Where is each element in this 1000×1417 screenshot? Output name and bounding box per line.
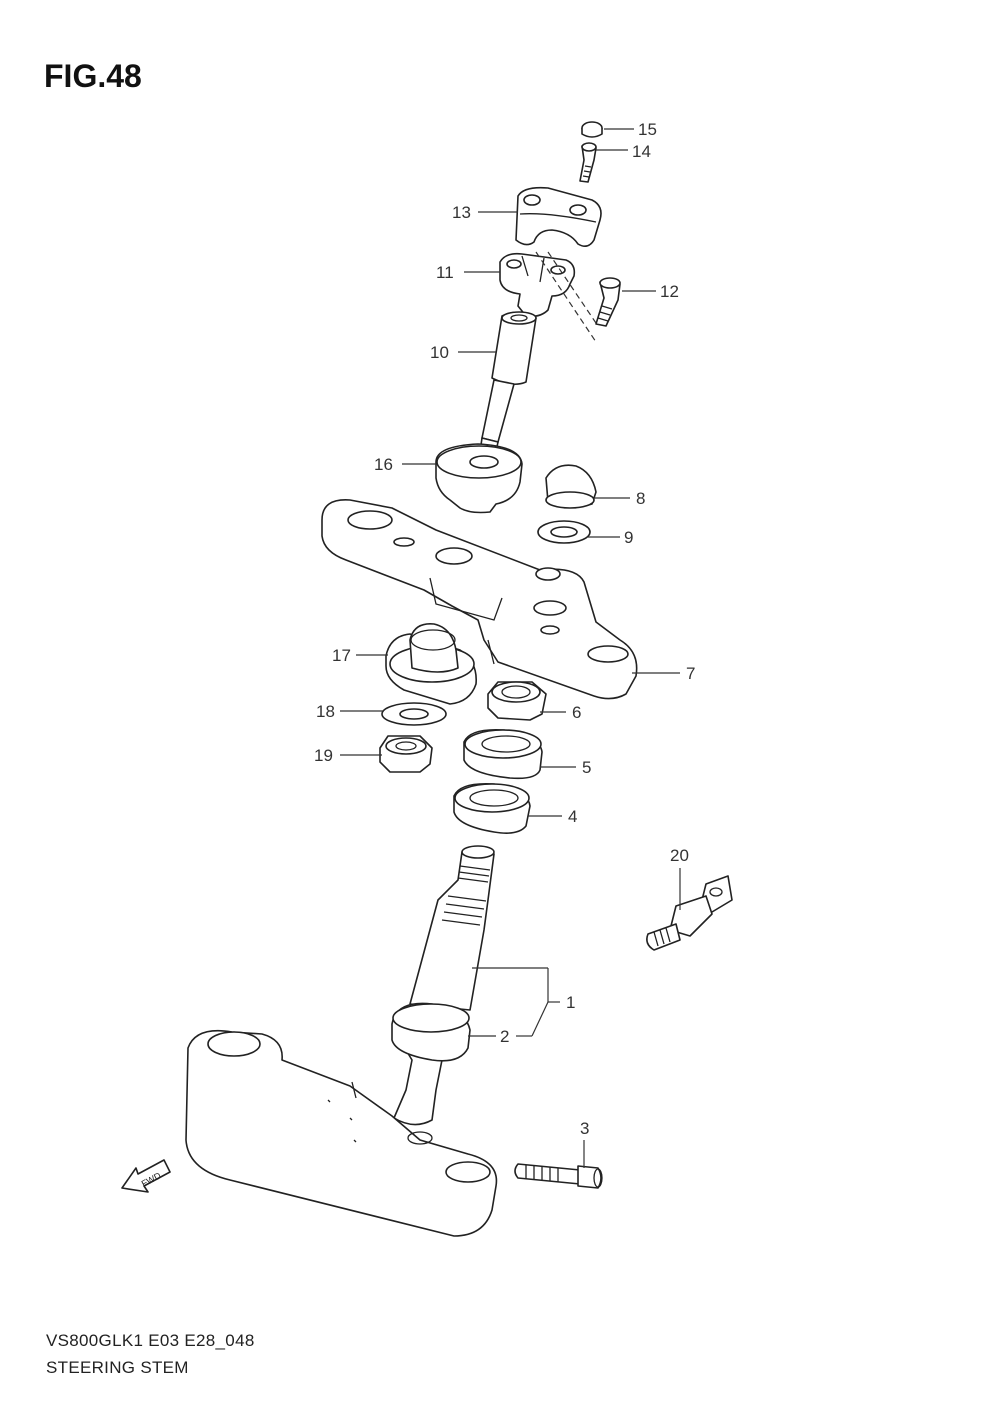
callout-8: 8 xyxy=(636,489,645,508)
handlebar-holder-lower-icon xyxy=(499,252,576,318)
stem-dust-seal-icon xyxy=(391,1002,471,1062)
upper-bearing-icon xyxy=(463,728,543,780)
callout-16: 16 xyxy=(374,455,393,474)
stem-nut-icon xyxy=(487,681,547,721)
callout-13: 13 xyxy=(452,203,471,222)
callout-18: 18 xyxy=(316,702,335,721)
callout-9: 9 xyxy=(624,528,633,547)
callout-12: 12 xyxy=(660,282,679,301)
callout-7: 7 xyxy=(686,664,695,683)
callout-5: 5 xyxy=(582,758,591,777)
model-code: VS800GLK1 E03 E28_048 xyxy=(46,1331,255,1350)
head-nut-cap-icon xyxy=(545,464,597,509)
figure-title: FIG.48 xyxy=(44,58,142,94)
callout-4: 4 xyxy=(568,807,577,826)
clamp-bolt-icon xyxy=(579,142,597,183)
callout-11: 11 xyxy=(436,263,454,282)
callout-15: 15 xyxy=(638,120,657,139)
callout-10: 10 xyxy=(430,343,449,362)
callout-17: 17 xyxy=(332,646,351,665)
callout-20: 20 xyxy=(670,846,689,865)
rubber-cushion-icon xyxy=(435,443,523,514)
callout-1: 1 xyxy=(566,993,575,1012)
leader-lines xyxy=(340,128,681,1168)
fwd-arrow-icon: FWD xyxy=(121,1159,171,1193)
stem-head-bushing-icon xyxy=(385,623,477,705)
steering-stem-assembly-icon xyxy=(185,845,498,1237)
bolt-cap-icon xyxy=(581,121,603,138)
callout-19: 19 xyxy=(314,746,333,765)
handlebar-holder-upper-icon xyxy=(515,186,602,248)
callout-6: 6 xyxy=(572,703,581,722)
lower-bearing-icon xyxy=(453,782,531,834)
callout-14: 14 xyxy=(632,142,651,161)
callout-3: 3 xyxy=(580,1119,589,1138)
holder-bolt-icon xyxy=(595,277,621,327)
lower-bracket-bolt-icon xyxy=(514,1163,603,1189)
flat-washer-icon xyxy=(381,702,447,726)
figure-name: STEERING STEM xyxy=(46,1358,189,1377)
upper-bracket-icon xyxy=(321,499,638,700)
washer-icon xyxy=(537,520,591,544)
callout-labels: 1 2 3 4 5 6 7 8 9 10 11 12 13 14 15 16 1… xyxy=(314,120,695,1138)
hex-nut-icon xyxy=(379,735,433,773)
steering-lock-icon xyxy=(646,875,733,951)
callout-2: 2 xyxy=(500,1027,509,1046)
